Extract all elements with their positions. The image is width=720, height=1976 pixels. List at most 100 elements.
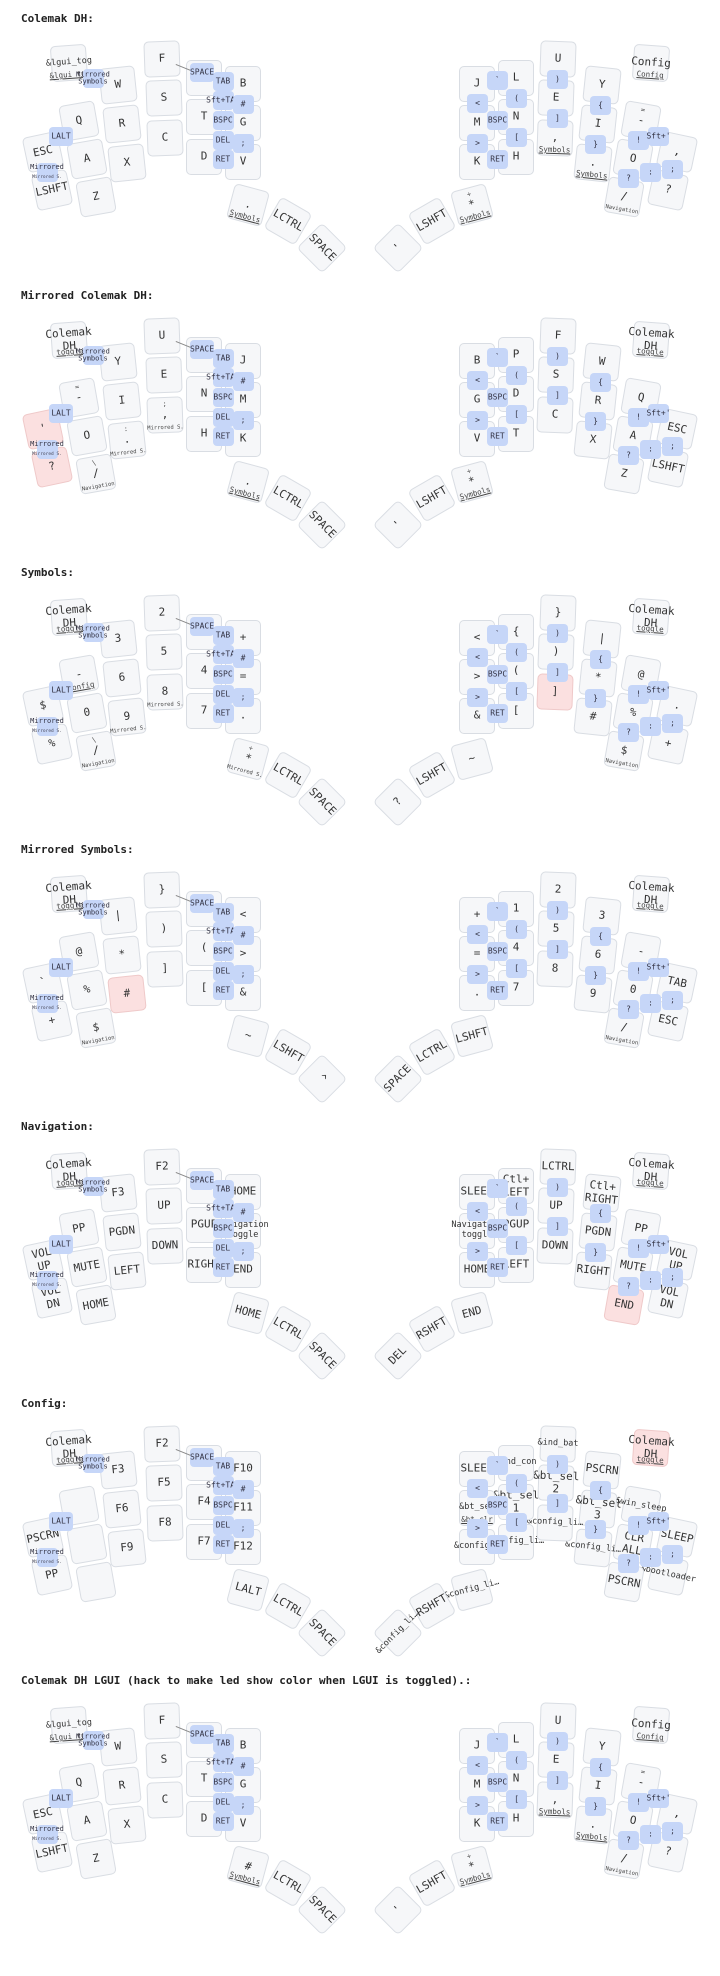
key-right-18[interactable]: END bbox=[449, 1290, 495, 1336]
combo-left-2[interactable]: Sft+TAB bbox=[206, 922, 240, 941]
key-left-5[interactable]: HOME bbox=[75, 1284, 117, 1326]
combo-right-2[interactable]: ( bbox=[506, 1197, 527, 1216]
combo-right-5[interactable]: > bbox=[467, 134, 488, 153]
combo-right-4[interactable]: [ bbox=[506, 1790, 527, 1809]
combo-right-1[interactable]: < bbox=[467, 1756, 488, 1775]
combo-left-5[interactable]: DEL bbox=[212, 685, 234, 704]
combo-left-9[interactable]: Mirrored Symbols bbox=[76, 1177, 110, 1196]
combo-left-0[interactable]: SPACE bbox=[190, 63, 214, 82]
key-left-10[interactable]: UP bbox=[145, 1187, 183, 1225]
combo-right-10[interactable]: } bbox=[585, 1520, 606, 1539]
key-left-11[interactable]: C bbox=[146, 119, 184, 157]
combo-left-6[interactable]: ; bbox=[232, 1796, 254, 1815]
key-left-10[interactable]: E bbox=[145, 356, 183, 394]
combo-left-10[interactable]: Mirrored S.Mirrored bbox=[30, 440, 64, 459]
combo-left-1[interactable]: TAB bbox=[212, 1734, 234, 1753]
combo-left-3[interactable]: # bbox=[232, 1757, 254, 1776]
combo-left-8[interactable]: LALT bbox=[49, 681, 73, 700]
combo-right-11[interactable]: ! bbox=[628, 962, 649, 981]
combo-right-2[interactable]: ( bbox=[506, 1751, 527, 1770]
combo-left-6[interactable]: ; bbox=[232, 1519, 254, 1538]
key-left-20[interactable]: SPACE bbox=[296, 776, 348, 828]
key-left-8[interactable]: X bbox=[107, 143, 147, 183]
combo-right-15[interactable]: ; bbox=[662, 437, 683, 456]
combo-left-10[interactable]: Mirrored S.Mirrored bbox=[30, 994, 64, 1013]
key-left-18[interactable]: ~ bbox=[225, 1013, 271, 1059]
combo-right-13[interactable]: ? bbox=[618, 1554, 639, 1573]
combo-right-6[interactable]: RET bbox=[487, 1258, 508, 1277]
combo-right-1[interactable]: < bbox=[467, 371, 488, 390]
combo-right-0[interactable]: ` bbox=[487, 348, 508, 367]
combo-left-1[interactable]: TAB bbox=[212, 626, 234, 645]
key-right-18[interactable]: +*Symbols bbox=[449, 459, 495, 505]
combo-right-10[interactable]: } bbox=[585, 1243, 606, 1262]
combo-left-0[interactable]: SPACE bbox=[190, 340, 214, 359]
key-left-7[interactable]: 6 bbox=[102, 658, 142, 698]
combo-right-8[interactable]: ] bbox=[547, 386, 568, 405]
combo-left-5[interactable]: DEL bbox=[212, 131, 234, 150]
combo-left-2[interactable]: Sft+TAB bbox=[206, 1753, 240, 1772]
combo-right-1[interactable]: < bbox=[467, 648, 488, 667]
key-left-9[interactable]: F bbox=[143, 1702, 181, 1740]
combo-right-0[interactable]: ` bbox=[487, 1179, 508, 1198]
combo-right-4[interactable]: [ bbox=[506, 405, 527, 424]
combo-right-3[interactable]: BSPC bbox=[487, 665, 508, 684]
combo-left-2[interactable]: Sft+TAB bbox=[206, 91, 240, 110]
combo-left-8[interactable]: LALT bbox=[49, 1512, 73, 1531]
combo-right-7[interactable]: ) bbox=[547, 347, 568, 366]
combo-right-14[interactable]: : bbox=[640, 1271, 661, 1290]
key-left-20[interactable]: SPACE bbox=[296, 499, 348, 551]
combo-left-4[interactable]: BSPC bbox=[212, 665, 234, 684]
combo-right-6[interactable]: RET bbox=[487, 150, 508, 169]
combo-left-4[interactable]: BSPC bbox=[212, 388, 234, 407]
key-left-18[interactable]: HOME bbox=[225, 1290, 271, 1336]
key-left-10[interactable]: S bbox=[145, 1741, 183, 1779]
key-left-7[interactable]: * bbox=[102, 935, 142, 975]
key-right-19[interactable]: LSHFT bbox=[407, 750, 457, 800]
combo-left-3[interactable]: # bbox=[232, 372, 254, 391]
key-left-9[interactable]: 2 bbox=[143, 594, 181, 632]
key-left-9[interactable]: F2 bbox=[143, 1148, 181, 1186]
combo-right-11[interactable]: ! bbox=[628, 131, 649, 150]
combo-right-6[interactable]: RET bbox=[487, 1812, 508, 1831]
combo-right-0[interactable]: ` bbox=[487, 1456, 508, 1475]
combo-right-15[interactable]: ; bbox=[662, 1268, 683, 1287]
key-left-7[interactable]: R bbox=[102, 104, 142, 144]
key-left-18[interactable]: +*Mirrored S. bbox=[225, 736, 271, 782]
combo-right-3[interactable]: BSPC bbox=[487, 1773, 508, 1792]
key-left-10[interactable]: 5 bbox=[145, 633, 183, 671]
key-left-18[interactable]: LALT bbox=[225, 1567, 271, 1613]
key-left-20[interactable]: SPACE bbox=[296, 222, 348, 274]
combo-right-8[interactable]: ] bbox=[547, 1771, 568, 1790]
combo-right-8[interactable]: ] bbox=[547, 1217, 568, 1236]
combo-left-3[interactable]: # bbox=[232, 95, 254, 114]
key-left-9[interactable]: F bbox=[143, 40, 181, 78]
combo-right-14[interactable]: : bbox=[640, 1548, 661, 1567]
combo-right-6[interactable]: RET bbox=[487, 427, 508, 446]
combo-left-5[interactable]: DEL bbox=[212, 1239, 234, 1258]
combo-right-10[interactable]: } bbox=[585, 689, 606, 708]
key-left-20[interactable]: SPACE bbox=[296, 1607, 348, 1659]
combo-left-8[interactable]: LALT bbox=[49, 1235, 73, 1254]
combo-right-15[interactable]: ; bbox=[662, 1822, 683, 1841]
combo-left-2[interactable]: Sft+TAB bbox=[206, 645, 240, 664]
combo-right-1[interactable]: < bbox=[467, 1202, 488, 1221]
combo-right-7[interactable]: ) bbox=[547, 624, 568, 643]
combo-right-7[interactable]: ) bbox=[547, 1732, 568, 1751]
key-right-19[interactable]: LCTRL bbox=[407, 1027, 457, 1077]
combo-right-7[interactable]: ) bbox=[547, 901, 568, 920]
key-right-19[interactable]: LSHFT bbox=[407, 473, 457, 523]
combo-left-3[interactable]: # bbox=[232, 1480, 254, 1499]
key-right-18[interactable]: &config_li… bbox=[443, 1567, 500, 1613]
key-left-8[interactable]: # bbox=[107, 974, 147, 1014]
key-left-7[interactable]: F6 bbox=[102, 1489, 142, 1529]
combo-left-6[interactable]: ; bbox=[232, 688, 254, 707]
combo-left-7[interactable]: RET bbox=[212, 981, 234, 1000]
combo-left-0[interactable]: SPACE bbox=[190, 1171, 214, 1190]
combo-right-15[interactable]: ; bbox=[662, 1545, 683, 1564]
key-left-11[interactable]: C bbox=[146, 1781, 184, 1819]
combo-left-5[interactable]: DEL bbox=[212, 408, 234, 427]
